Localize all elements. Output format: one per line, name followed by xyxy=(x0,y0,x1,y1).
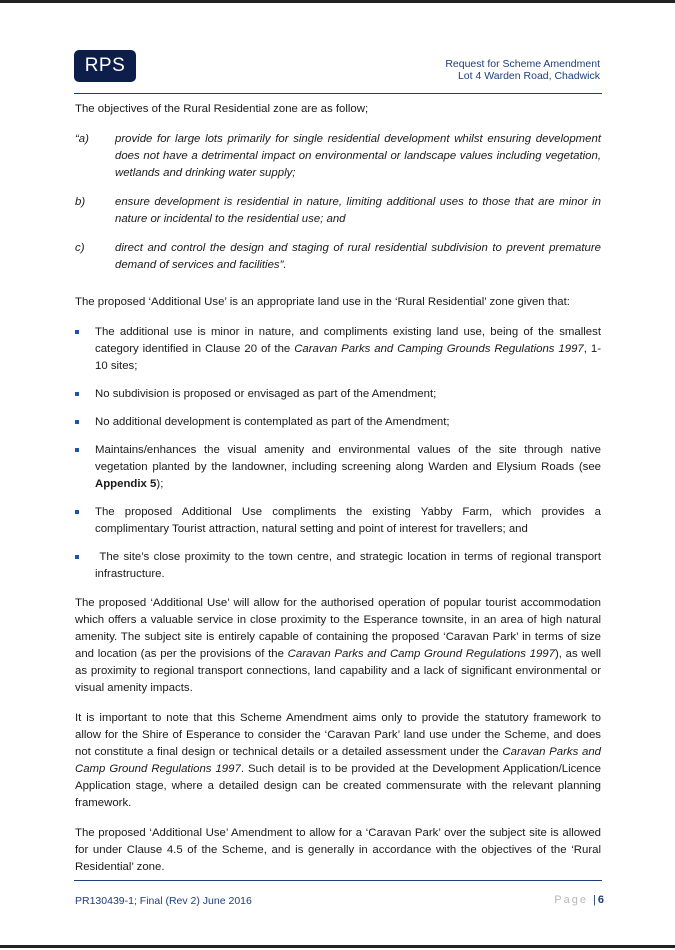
bullet-icon xyxy=(75,324,95,375)
header-title: Request for Scheme Amendment xyxy=(445,58,600,70)
list-item-text: No subdivision is proposed or envisaged … xyxy=(95,388,437,400)
list-item-text: Maintains/enhances the visual amenity an… xyxy=(95,444,601,490)
list-item: The additional use is minor in nature, a… xyxy=(75,324,601,375)
paragraph-statutory-framework: It is important to note that this Scheme… xyxy=(75,712,601,809)
justification-list: The additional use is minor in nature, a… xyxy=(75,324,601,583)
page-body: The objectives of the Rural Residential … xyxy=(75,101,601,889)
document-header: Request for Scheme Amendment Lot 4 Warde… xyxy=(445,58,600,82)
bottom-border xyxy=(0,945,675,948)
page-separator: | xyxy=(593,894,596,906)
footer-divider xyxy=(74,880,602,881)
objective-c: c) direct and control the design and sta… xyxy=(75,240,601,274)
list-item-text: The site’s close proximity to the town c… xyxy=(95,551,605,580)
list-item: Maintains/enhances the visual amenity an… xyxy=(75,442,601,493)
list-item: No subdivision is proposed or envisaged … xyxy=(75,386,601,403)
list-item-text: The additional use is minor in nature, a… xyxy=(95,326,601,372)
rps-logo: RPS xyxy=(74,50,136,82)
objective-text: provide for large lots primarily for sin… xyxy=(115,133,601,179)
paragraph-conclusion: The proposed ‘Additional Use’ Amendment … xyxy=(75,827,601,873)
bullet-icon xyxy=(75,504,95,538)
bullet-icon xyxy=(75,549,95,583)
header-divider xyxy=(74,93,602,94)
objective-text: direct and control the design and stagin… xyxy=(115,242,601,271)
list-item: The site’s close proximity to the town c… xyxy=(75,549,601,583)
objectives-intro: The objectives of the Rural Residential … xyxy=(75,103,369,115)
list-item: No additional development is contemplate… xyxy=(75,414,601,431)
objective-b: b) ensure development is residential in … xyxy=(75,194,601,228)
header-subtitle: Lot 4 Warden Road, Chadwick xyxy=(457,70,600,82)
objective-marker: c) xyxy=(75,242,85,254)
top-border xyxy=(0,0,675,3)
list-item: The proposed Additional Use compliments … xyxy=(75,504,601,538)
bullet-icon xyxy=(75,386,95,403)
paragraph-tourist-accommodation: The proposed ‘Additional Use’ will allow… xyxy=(75,597,601,694)
proposed-use-intro: The proposed ‘Additional Use’ is an appr… xyxy=(75,296,570,308)
list-item-text: The proposed Additional Use compliments … xyxy=(95,506,601,535)
objective-text: ensure development is residential in nat… xyxy=(115,196,601,225)
objective-a: “a) provide for large lots primarily for… xyxy=(75,131,601,182)
page-label: Page xyxy=(554,894,588,906)
document-reference: PR130439-1; Final (Rev 2) June 2016 xyxy=(75,895,252,907)
objective-marker: “a) xyxy=(75,133,89,145)
appendix-reference: Appendix 5 xyxy=(95,478,157,490)
bullet-icon xyxy=(75,414,95,431)
page-number-value: 6 xyxy=(597,894,604,906)
objective-marker: b) xyxy=(75,196,86,208)
list-item-text: No additional development is contemplate… xyxy=(95,416,450,428)
bullet-icon xyxy=(75,442,95,493)
page-number: Page |6 xyxy=(554,894,604,906)
